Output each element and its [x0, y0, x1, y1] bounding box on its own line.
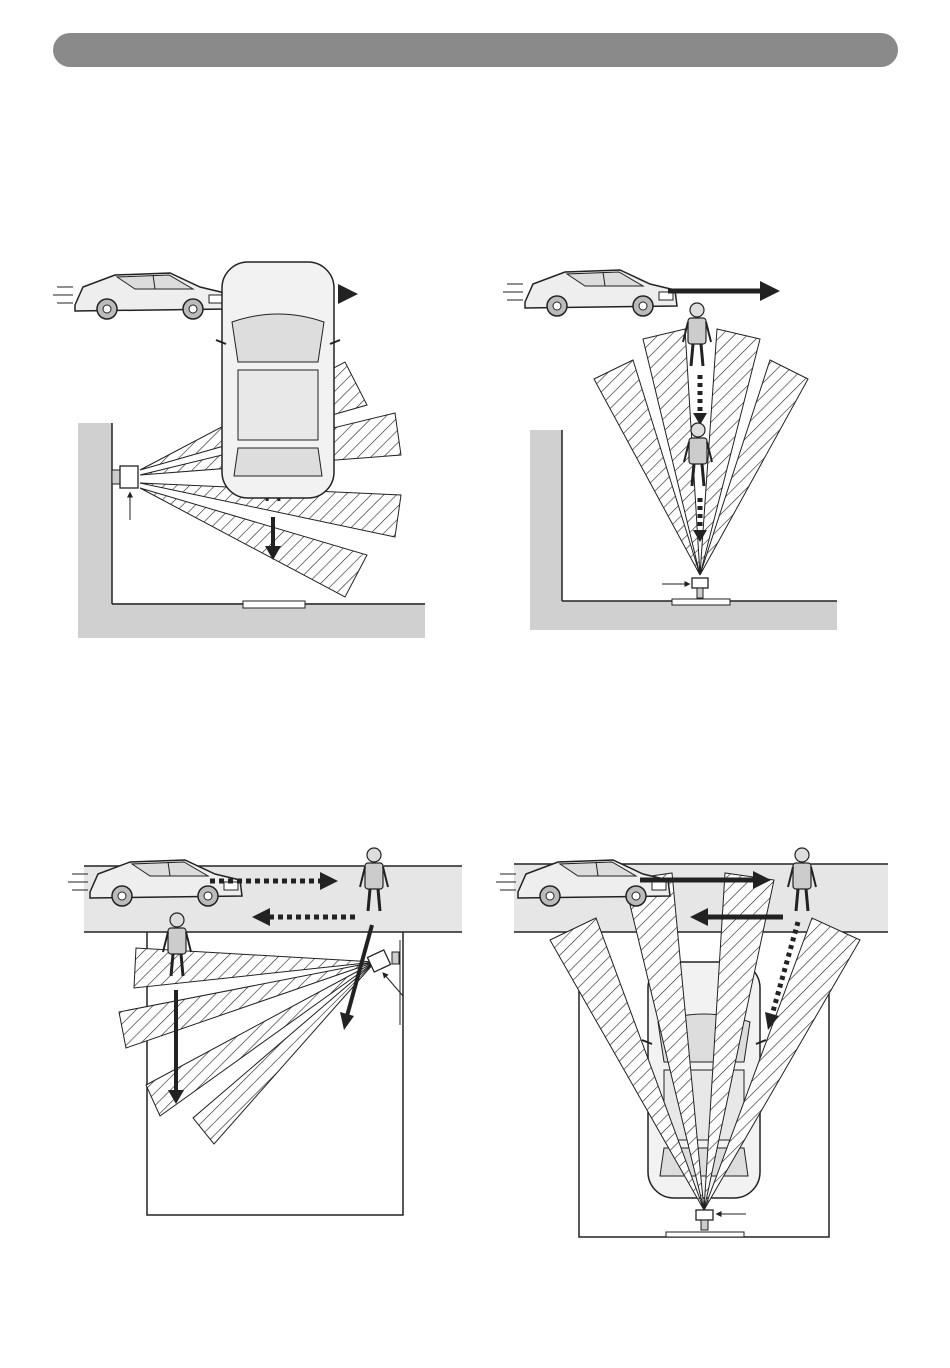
sensor-device	[696, 1210, 713, 1230]
person	[683, 303, 711, 366]
detection-zones	[119, 948, 375, 1144]
diagram-ground-mount-facing-road	[503, 270, 837, 630]
car	[53, 273, 227, 319]
diagram-garage-ground-mount-rear	[496, 848, 888, 1237]
car	[503, 270, 677, 316]
diagram-garage-side-mount	[68, 262, 462, 1215]
sensor-device	[367, 940, 400, 1025]
car-top-view	[216, 262, 340, 498]
